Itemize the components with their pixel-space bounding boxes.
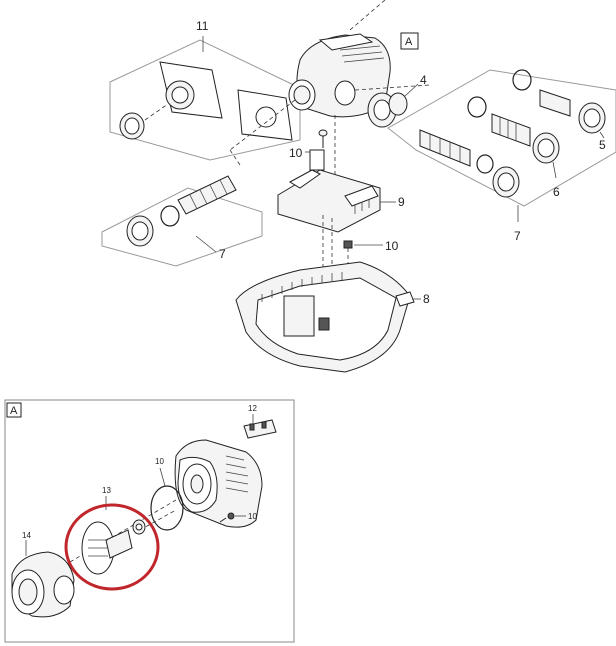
callout-11: 11 xyxy=(196,19,209,33)
motor-housing xyxy=(174,439,263,528)
hose-tray-right xyxy=(387,69,616,207)
callout-10-screw: 10 xyxy=(248,512,257,521)
callout-13: 13 xyxy=(102,486,111,495)
callout-6: 6 xyxy=(553,185,560,199)
pump-housing xyxy=(288,33,391,118)
callout-8: 8 xyxy=(423,292,430,306)
callout-14: 14 xyxy=(22,531,31,540)
callout-4: 4 xyxy=(420,73,427,87)
rotor xyxy=(81,519,146,575)
screw-top xyxy=(318,129,328,148)
callout-5: 5 xyxy=(599,138,606,152)
base-tray xyxy=(235,261,415,373)
callout-12: 12 xyxy=(248,404,257,413)
callout-10-top: 10 xyxy=(289,146,303,160)
detail-ref-label: A xyxy=(405,36,413,48)
detail-screw xyxy=(219,512,235,523)
hose-tray-left xyxy=(101,175,263,267)
callout-7-right: 7 xyxy=(514,229,521,243)
callout-10-oring: 10 xyxy=(155,457,164,466)
front-cover xyxy=(11,551,75,618)
detail-panel-label: A xyxy=(10,405,18,417)
callout-7-left: 7 xyxy=(219,247,226,261)
rotor-highlight-circle xyxy=(64,503,160,591)
mount-bracket xyxy=(277,149,381,233)
cable-clip xyxy=(243,419,277,439)
callout-9: 9 xyxy=(398,195,405,209)
fan-tray-left xyxy=(109,39,301,161)
detail-ref-box xyxy=(400,32,419,50)
top-leader-line xyxy=(349,0,386,31)
o-ring xyxy=(150,485,184,531)
callout-10-mid: 10 xyxy=(385,239,399,253)
outlet-adapter xyxy=(367,92,408,128)
clip xyxy=(343,240,353,249)
detail-panel-label-box xyxy=(6,402,22,418)
